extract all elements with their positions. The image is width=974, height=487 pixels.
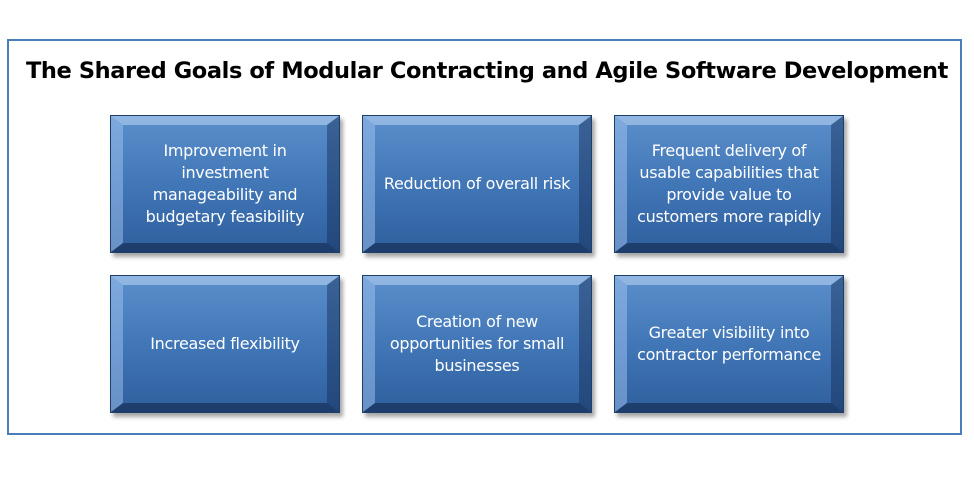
diagram-title: The Shared Goals of Modular Contracting … [25,58,949,84]
goal-box-small-business: Creation of new opportunities for small … [362,275,592,413]
goal-label: Improvement in investment manageability … [145,141,305,226]
goal-label: Increased flexibility [150,334,300,353]
goal-box-contractor-visibility: Greater visibility into contractor perfo… [614,275,844,413]
goal-label: Greater visibility into contractor perfo… [637,323,821,364]
goal-box-flexibility: Increased flexibility [110,275,340,413]
goal-box-investment-manageability: Improvement in investment manageability … [110,115,340,253]
goal-label: Creation of new opportunities for small … [389,312,565,375]
goal-box-frequent-delivery: Frequent delivery of usable capabilities… [614,115,844,253]
goal-label: Reduction of overall risk [383,174,571,193]
goal-label: Frequent delivery of usable capabilities… [637,141,821,226]
goal-box-risk-reduction: Reduction of overall risk [362,115,592,253]
